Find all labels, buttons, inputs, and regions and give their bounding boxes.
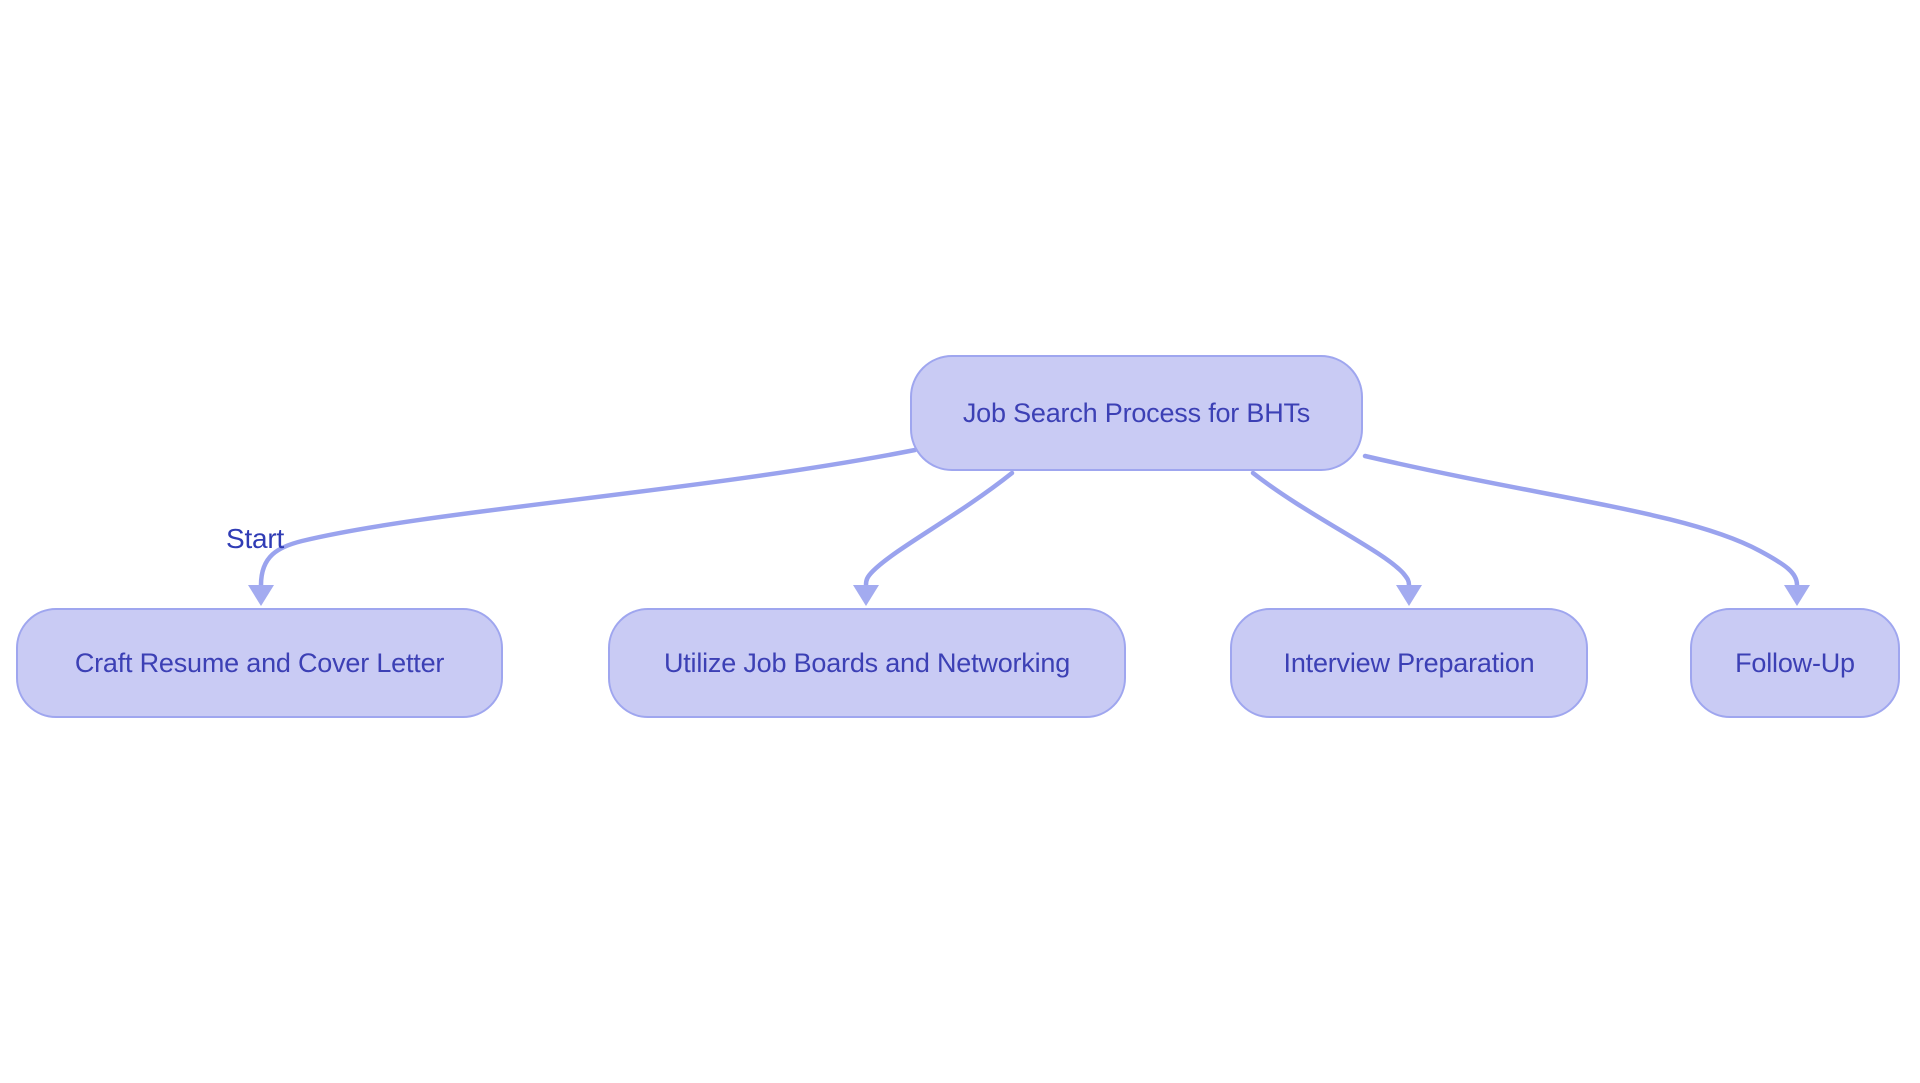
arrowhead-job-boards — [853, 585, 879, 606]
node-interview-prep: Interview Preparation — [1230, 608, 1588, 718]
node-job-search-process: Job Search Process for BHTs — [910, 355, 1363, 471]
node-follow-up-label: Follow-Up — [1735, 647, 1855, 678]
arrowhead-follow-up — [1784, 585, 1810, 606]
edge-root-to-craft-resume — [258, 447, 918, 588]
edge-root-to-job-boards — [863, 470, 1015, 588]
edge-root-to-interview-prep — [1250, 470, 1412, 588]
node-interview-prep-label: Interview Preparation — [1283, 647, 1535, 678]
node-follow-up: Follow-Up — [1690, 608, 1900, 718]
node-craft-resume-label: Craft Resume and Cover Letter — [74, 647, 445, 678]
node-craft-resume: Craft Resume and Cover Letter — [16, 608, 503, 718]
node-job-boards-label: Utilize Job Boards and Networking — [663, 647, 1071, 678]
node-job-boards: Utilize Job Boards and Networking — [608, 608, 1126, 718]
edge-root-to-follow-up — [1362, 453, 1800, 588]
arrowhead-interview-prep — [1396, 585, 1422, 606]
node-job-search-process-label: Job Search Process for BHTs — [962, 397, 1311, 428]
arrowhead-craft-resume — [248, 585, 274, 606]
edge-label-start: Start — [226, 523, 285, 554]
